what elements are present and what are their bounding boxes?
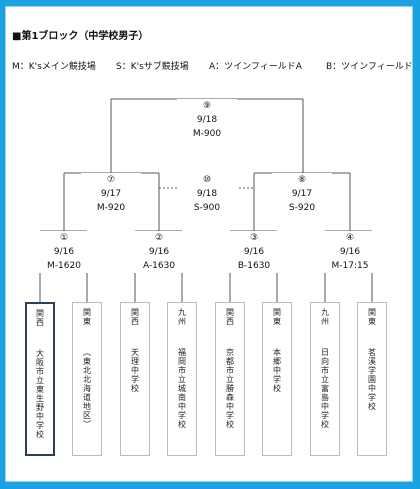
match-4-venue-time: M-17:15 [331,261,369,271]
team-school: 京都市立勝森中学校 [225,348,235,429]
team-school: 大阪市立東生野中学校 [35,349,45,439]
match-9-date: 9/18 [196,115,218,125]
legend-item-a: A：ツインフィールドA [209,62,302,72]
team-cell-6: 関東 本郷中学校 [262,302,292,456]
team-region: 関東 [82,308,92,326]
bracket-sheet: ■第1ブロック（中学校男子） M：K'sメイン競技場 S：K'sサブ競技場 A：… [5,6,413,482]
legend-item-b: B：ツインフィールド [326,62,413,72]
team-school: （東北北海道地区） [82,348,92,429]
match-8-venue-time: S-920 [288,203,316,213]
legend-item-s: S：K'sサブ競技場 [116,62,189,72]
match-7-date: 9/17 [100,189,122,199]
match-8-date: 9/17 [291,189,313,199]
match-2-date: 9/16 [148,247,170,257]
match-4-number: ④ [345,233,355,243]
match-2-venue-time: A-1630 [142,261,176,271]
team-cell-8: 関東 茗溪学園中学校 [357,302,387,456]
match-10-date: 9/18 [196,189,218,199]
match-1-date: 9/16 [53,247,75,257]
match-10-venue-time: S-900 [193,203,221,213]
match-8: ⑧ 9/17 S-920 [272,173,332,215]
match-9-venue-time: M-900 [192,129,222,139]
match-1-venue-time: M-1620 [47,261,81,271]
match-8-number: ⑧ [297,175,307,185]
team-cell-3: 関西 天理中学校 [120,302,150,456]
match-10: ⑩ 9/18 S-900 [177,173,237,215]
team-region: 関西 [130,308,140,326]
team-school: 本郷中学校 [272,348,282,393]
match-9-number: ⑨ [202,101,212,111]
match-4-date: 9/16 [339,247,361,257]
match-7-venue-time: M-920 [96,203,126,213]
team-region: 関西 [225,308,235,326]
team-cell-7: 九州 日向市立富島中学校 [310,302,340,456]
match-7: ⑦ 9/17 M-920 [81,173,141,215]
team-region: 関東 [367,308,377,326]
match-1-number: ① [59,233,69,243]
team-school: 日向市立富島中学校 [320,348,330,429]
match-7-number: ⑦ [106,175,116,185]
match-1: ① 9/16 M-1620 [34,231,94,273]
team-school: 福岡市立城南中学校 [177,348,187,429]
match-2: ② 9/16 A-1630 [129,231,189,273]
match-9: ⑨ 9/18 M-900 [177,99,237,141]
match-3-date: 9/16 [243,247,265,257]
team-region: 九州 [320,308,330,326]
match-3: ③ 9/16 B-1630 [224,231,284,273]
team-region: 関西 [35,309,45,327]
team-region: 関東 [272,308,282,326]
team-school: 茗溪学園中学校 [367,348,377,411]
team-cell-4: 九州 福岡市立城南中学校 [167,302,197,456]
team-cell-5: 関西 京都市立勝森中学校 [215,302,245,456]
block-title: ■第1ブロック（中学校男子） [12,31,149,42]
legend-item-m: M：K'sメイン競技場 [12,62,96,72]
team-school: 天理中学校 [130,348,140,393]
team-region: 九州 [177,308,187,326]
match-4: ④ 9/16 M-17:15 [320,231,380,273]
match-3-number: ③ [249,233,259,243]
match-2-number: ② [154,233,164,243]
team-cell-1: 関西 大阪市立東生野中学校 [25,302,55,456]
team-cell-2: 関東 （東北北海道地区） [72,302,102,456]
match-3-venue-time: B-1630 [237,261,271,271]
match-10-number: ⑩ [202,175,212,185]
